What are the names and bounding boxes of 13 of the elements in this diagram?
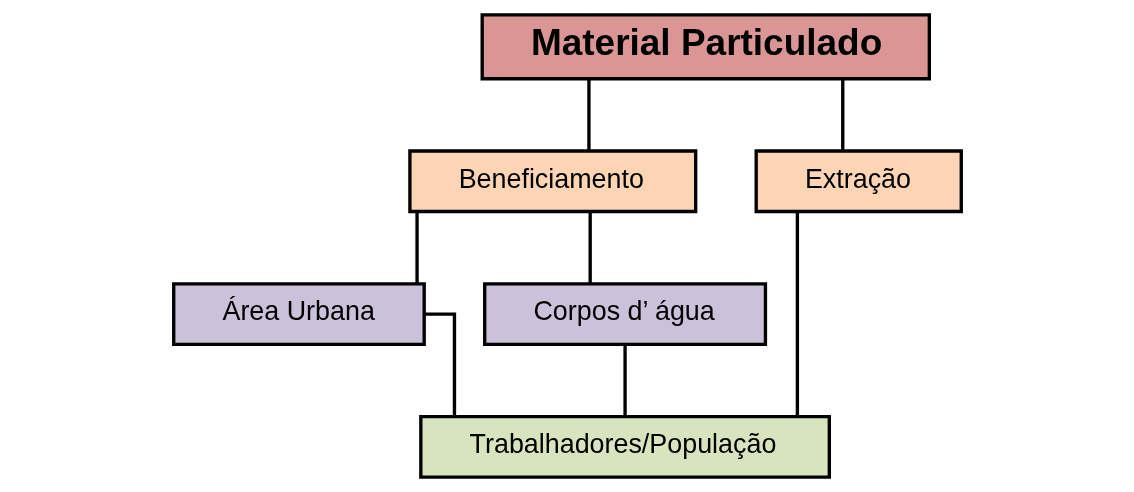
- connector: [414, 212, 419, 284]
- node-box: Área Urbana: [171, 282, 426, 346]
- connector: [622, 344, 627, 417]
- connector: [840, 79, 844, 151]
- node-box: Beneficiamento: [407, 149, 697, 214]
- connector: [588, 212, 592, 284]
- connector: [586, 79, 591, 151]
- node-box: Trabalhadores/População: [418, 414, 831, 479]
- connector: [424, 312, 456, 417]
- node-box: Extração: [754, 149, 963, 214]
- node-box: Corpos d’ água: [482, 282, 767, 346]
- connector: [795, 211, 799, 416]
- node-box: Material Particulado: [480, 13, 931, 81]
